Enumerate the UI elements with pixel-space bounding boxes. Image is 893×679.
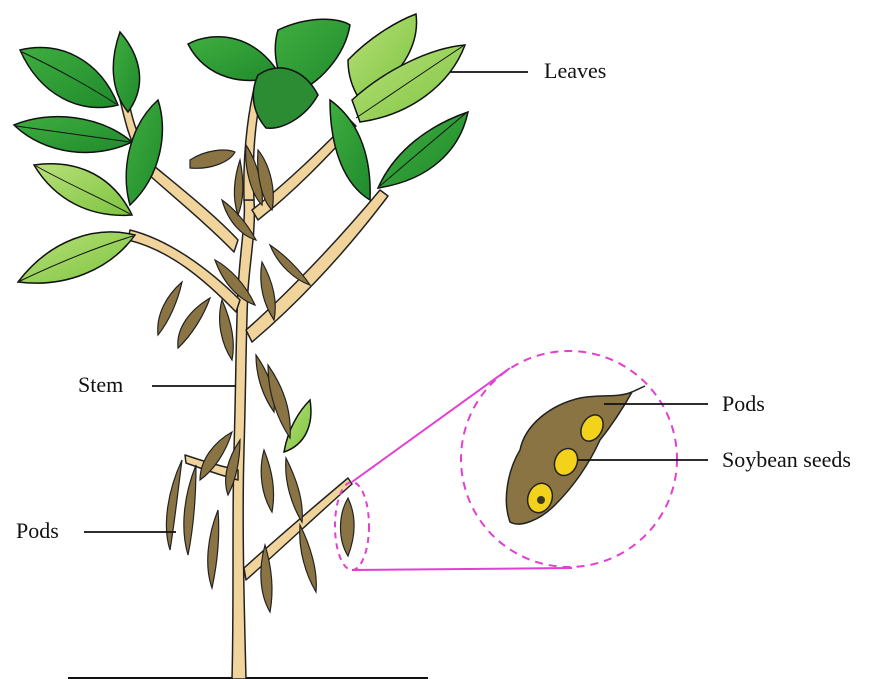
pods-right-label: Pods — [722, 391, 765, 417]
pods-left-label: Pods — [16, 518, 59, 544]
stem-label: Stem — [78, 372, 123, 398]
zoom-connector-top — [352, 368, 510, 482]
leaf — [18, 232, 135, 283]
leader-lines — [84, 72, 708, 532]
leaves-label: Leaves — [544, 58, 606, 84]
leaf — [14, 117, 132, 153]
highlighted-pod — [341, 498, 355, 556]
enlarged-pod — [506, 386, 645, 524]
soybean-seeds-label: Soybean seeds — [722, 447, 851, 473]
leaf — [113, 32, 139, 112]
leaf — [20, 47, 118, 107]
zoom-connector-bottom — [352, 568, 572, 570]
